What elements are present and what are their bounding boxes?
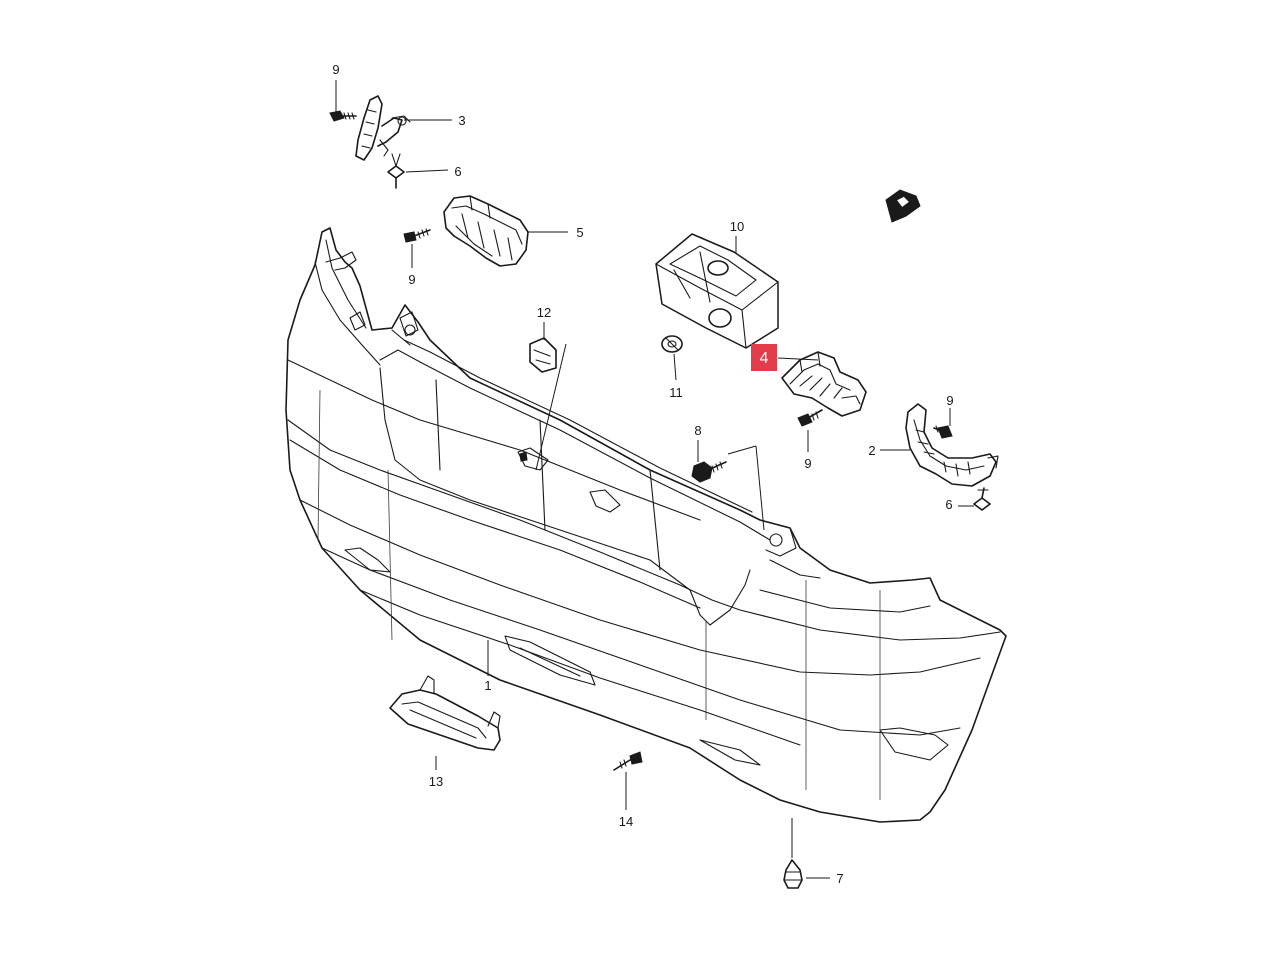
callout-9-top: 9: [332, 62, 339, 77]
bolt-8: [691, 461, 727, 483]
left-side-bracket: [355, 95, 411, 161]
right-side-bracket: [905, 403, 999, 487]
callout-5: 5: [576, 225, 583, 240]
screw-9-top: [329, 110, 357, 122]
callout-10: 10: [730, 219, 744, 234]
clip-6-top: [387, 153, 405, 189]
leader-lines: [335, 80, 974, 879]
callout-9-right: 9: [946, 393, 953, 408]
bracket-block: [655, 233, 779, 349]
callout-9-left: 9: [408, 272, 415, 287]
callout-11: 11: [669, 385, 683, 400]
callout-7: 7: [836, 871, 843, 886]
callout-13: 13: [429, 774, 443, 789]
callout-6-right: 6: [945, 497, 952, 512]
screw-9-right: [933, 425, 953, 439]
callout-6-top: 6: [454, 164, 461, 179]
callout-labels: 9 3 6 5 9 10 12 11 9 8 2 9 6 1 13 14 7: [332, 62, 953, 886]
screw-14: [613, 751, 643, 771]
callout-1: 1: [484, 678, 491, 693]
clip-top-right: [885, 189, 921, 223]
callout-2: 2: [868, 443, 875, 458]
clip-6-right: [973, 487, 991, 511]
bumper-retainer: [443, 195, 529, 267]
callout-12: 12: [537, 305, 551, 320]
retainer-clip: [661, 335, 683, 353]
highlight-badge: [751, 344, 777, 371]
rear-bumper-spacer: [781, 351, 867, 417]
callout-8: 8: [694, 423, 701, 438]
screw-9-left: [403, 228, 431, 243]
nut-clip: [529, 337, 557, 373]
callout-3: 3: [458, 113, 465, 128]
highlighted-callout-4[interactable]: 4: [751, 344, 777, 371]
callout-14: 14: [619, 814, 633, 829]
push-clip-7: [783, 859, 803, 889]
screw-9-center: [797, 409, 823, 427]
rear-bumper-cover: [285, 227, 1007, 823]
rear-reflector: [389, 675, 501, 751]
callout-4: 4: [760, 350, 769, 367]
callout-9-center: 9: [804, 456, 811, 471]
